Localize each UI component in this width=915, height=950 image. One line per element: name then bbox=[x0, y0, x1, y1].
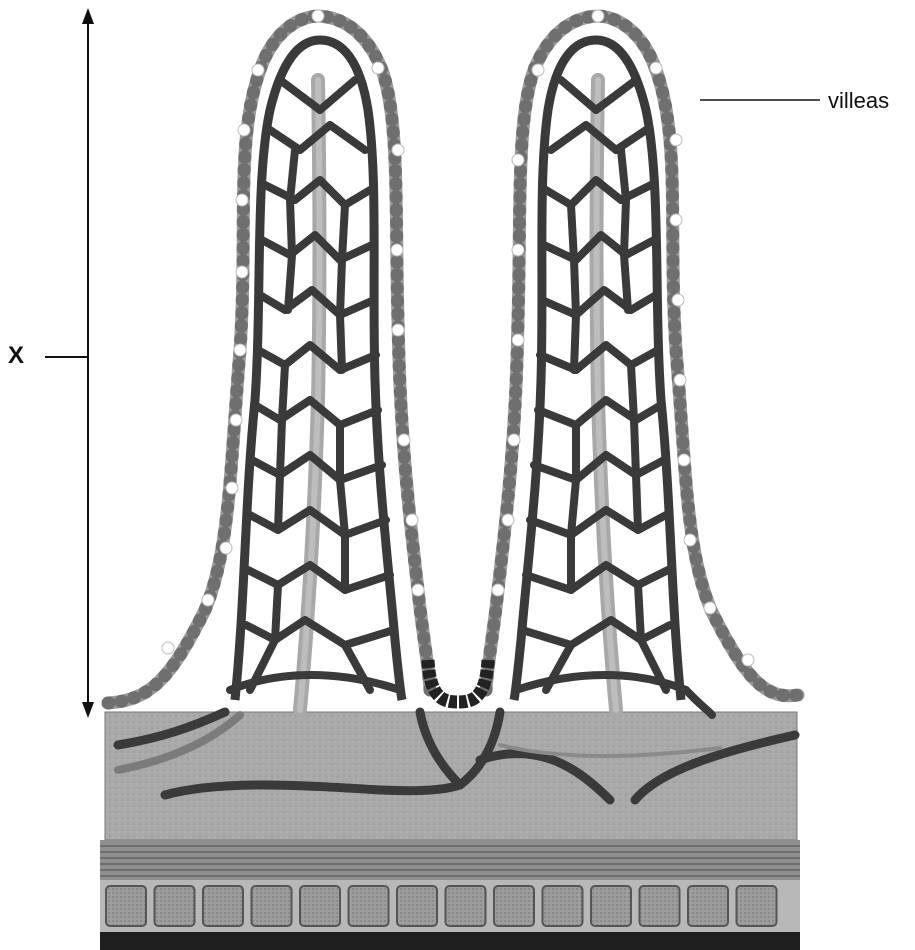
goblet-cell bbox=[650, 62, 662, 74]
goblet-cell bbox=[502, 514, 514, 526]
villeas-label: villeas bbox=[828, 88, 889, 114]
goblet-cell bbox=[252, 64, 264, 76]
muscle-cell bbox=[737, 886, 777, 926]
muscle-cell bbox=[543, 886, 583, 926]
goblet-cell bbox=[372, 62, 384, 74]
goblet-cell bbox=[236, 194, 248, 206]
goblet-cell bbox=[236, 266, 248, 278]
goblet-cell bbox=[230, 414, 242, 426]
muscle-cell bbox=[446, 886, 486, 926]
goblet-cell bbox=[742, 654, 754, 666]
circular-muscle-layer bbox=[100, 880, 800, 932]
goblet-cell bbox=[532, 64, 544, 76]
goblet-cell bbox=[678, 454, 690, 466]
goblet-cell bbox=[238, 124, 250, 136]
goblet-cell bbox=[391, 244, 403, 256]
muscle-cell bbox=[252, 886, 292, 926]
muscle-cell bbox=[494, 886, 534, 926]
goblet-cell bbox=[220, 542, 232, 554]
goblet-cell bbox=[492, 584, 504, 596]
crypt-bottom bbox=[428, 660, 488, 702]
goblet-cell bbox=[162, 642, 174, 654]
goblet-cell bbox=[202, 594, 214, 606]
muscle-cell bbox=[349, 886, 389, 926]
muscle-cell bbox=[300, 886, 340, 926]
goblet-cell bbox=[398, 434, 410, 446]
muscle-cell bbox=[203, 886, 243, 926]
goblet-cell bbox=[226, 482, 238, 494]
muscle-cell bbox=[591, 886, 631, 926]
goblet-cell bbox=[684, 534, 696, 546]
x-label: X bbox=[8, 342, 24, 370]
goblet-cell bbox=[670, 134, 682, 146]
muscle-cell bbox=[688, 886, 728, 926]
goblet-cell bbox=[512, 334, 524, 346]
goblet-cell bbox=[412, 584, 424, 596]
goblet-cell bbox=[674, 374, 686, 386]
right-villus bbox=[486, 16, 798, 715]
muscle-cell bbox=[106, 886, 146, 926]
goblet-cell bbox=[312, 10, 324, 22]
submucosa-tissue bbox=[105, 712, 797, 840]
left-villus bbox=[108, 16, 430, 710]
goblet-cell bbox=[670, 214, 682, 226]
goblet-cell bbox=[234, 344, 246, 356]
goblet-cell bbox=[508, 434, 520, 446]
muscle-cell bbox=[397, 886, 437, 926]
serosa-base bbox=[100, 932, 800, 950]
muscle-layer bbox=[100, 840, 800, 880]
goblet-cell bbox=[512, 154, 524, 166]
goblet-cell bbox=[392, 324, 404, 336]
goblet-cell bbox=[592, 10, 604, 22]
goblet-cell bbox=[392, 144, 404, 156]
muscle-cell bbox=[155, 886, 195, 926]
goblet-cell bbox=[406, 514, 418, 526]
muscle-cell bbox=[640, 886, 680, 926]
goblet-cell bbox=[672, 294, 684, 306]
goblet-cell bbox=[512, 244, 524, 256]
height-arrow bbox=[45, 8, 94, 718]
goblet-cell bbox=[704, 602, 716, 614]
